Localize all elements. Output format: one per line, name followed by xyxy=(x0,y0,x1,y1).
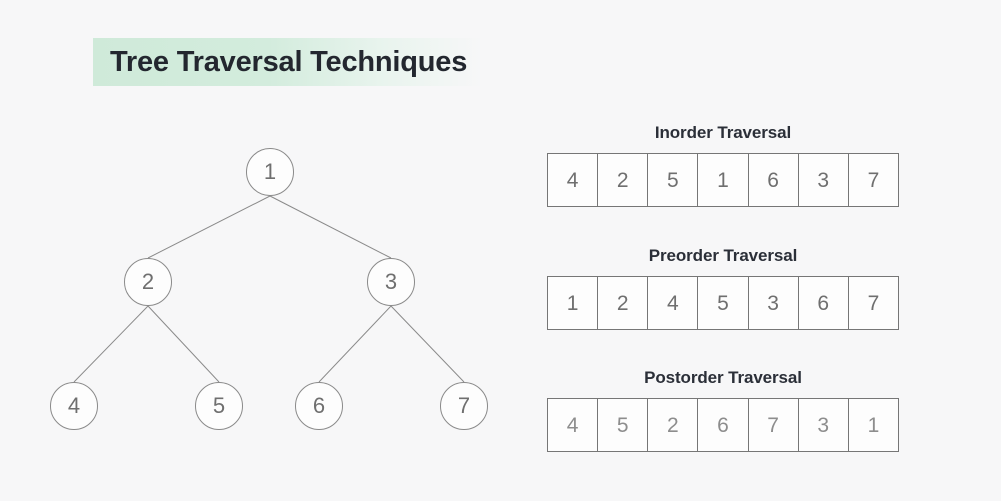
edge-1-3 xyxy=(269,195,392,259)
traversal-cell[interactable]: 1 xyxy=(849,399,898,451)
traversal-cell-value: 3 xyxy=(817,413,830,437)
tree-node-label: 7 xyxy=(457,393,471,418)
traversal-cell-value: 4 xyxy=(566,168,579,192)
tree-node-right[interactable]: 3 xyxy=(367,258,415,306)
edge-2-5 xyxy=(147,305,220,383)
traversal-cell[interactable]: 3 xyxy=(799,154,849,206)
traversal-inorder-title: Inorder Traversal xyxy=(654,123,792,142)
traversal-inorder-cells: 4 2 5 1 6 3 7 xyxy=(547,153,899,207)
tree-node-left[interactable]: 2 xyxy=(124,258,172,306)
traversal-cell[interactable]: 7 xyxy=(849,154,898,206)
traversal-cell[interactable]: 1 xyxy=(548,277,599,329)
tree-node-label: 4 xyxy=(67,393,81,418)
page-title-highlight: Tree Traversal Techniques xyxy=(93,38,484,86)
traversal-cell-value: 6 xyxy=(767,168,779,192)
tree-node-leaf-4[interactable]: 4 xyxy=(50,382,98,430)
traversal-cell[interactable]: 1 xyxy=(698,154,749,206)
traversal-cell-value: 7 xyxy=(867,168,880,192)
edge-2-4 xyxy=(73,305,149,383)
tree-node-label: 5 xyxy=(212,393,226,418)
traversal-cell-value: 5 xyxy=(717,291,729,315)
traversal-cell[interactable]: 6 xyxy=(749,154,799,206)
traversal-cell-value: 4 xyxy=(667,291,679,315)
edge-1-2 xyxy=(147,195,271,259)
traversal-cell[interactable]: 7 xyxy=(849,277,898,329)
traversal-cell[interactable]: 2 xyxy=(598,277,649,329)
traversal-cell-value: 6 xyxy=(817,291,830,315)
traversal-cell-value: 2 xyxy=(667,413,679,437)
tree-node-leaf-7[interactable]: 7 xyxy=(440,382,488,430)
traversal-cell-value: 5 xyxy=(667,168,679,192)
traversal-cell-value: 4 xyxy=(566,413,579,437)
traversal-cell[interactable]: 7 xyxy=(749,399,799,451)
tree-node-root[interactable]: 1 xyxy=(246,148,294,196)
tree-node-leaf-5[interactable]: 5 xyxy=(195,382,243,430)
traversal-cell-value: 1 xyxy=(566,291,579,315)
traversal-cell-value: 7 xyxy=(767,413,779,437)
traversal-inorder: Inorder Traversal 4 2 5 1 6 3 7 xyxy=(547,123,899,207)
traversal-cell[interactable]: 5 xyxy=(598,399,649,451)
traversal-cell-value: 1 xyxy=(717,168,729,192)
traversal-cell-value: 1 xyxy=(867,413,880,437)
traversal-cell-value: 3 xyxy=(767,291,779,315)
edge-3-7 xyxy=(390,305,465,383)
traversal-preorder-cells: 1 2 4 5 3 6 7 xyxy=(547,276,899,330)
traversal-cell[interactable]: 4 xyxy=(548,154,599,206)
traversal-cell[interactable]: 5 xyxy=(648,154,699,206)
traversal-cell[interactable]: 3 xyxy=(799,399,849,451)
traversal-cell-value: 2 xyxy=(616,168,629,192)
tree-edges xyxy=(73,195,465,383)
traversal-postorder: Postorder Traversal 4 5 2 6 7 3 1 xyxy=(547,368,899,452)
traversal-cell[interactable]: 4 xyxy=(648,277,699,329)
page-title: Tree Traversal Techniques xyxy=(110,45,468,78)
traversal-cell[interactable]: 3 xyxy=(749,277,799,329)
traversal-cell[interactable]: 6 xyxy=(698,399,749,451)
traversal-cell[interactable]: 5 xyxy=(698,277,749,329)
traversal-preorder-title: Preorder Traversal xyxy=(648,246,798,265)
binary-tree-diagram: 1 2 3 4 5 6 7 xyxy=(50,148,488,430)
traversal-cell-value: 7 xyxy=(867,291,880,315)
tree-node-label: 1 xyxy=(263,159,277,184)
tree-node-label: 2 xyxy=(141,269,155,294)
traversal-preorder: Preorder Traversal 1 2 4 5 3 6 7 xyxy=(547,246,899,330)
traversal-cell[interactable]: 2 xyxy=(598,154,649,206)
traversal-cell[interactable]: 2 xyxy=(648,399,699,451)
tree-node-label: 3 xyxy=(384,269,398,294)
traversal-postorder-title: Postorder Traversal xyxy=(644,368,802,387)
tree-node-label: 6 xyxy=(312,393,326,418)
traversal-cell[interactable]: 4 xyxy=(548,399,599,451)
traversal-cell-value: 3 xyxy=(817,168,830,192)
traversal-cell-value: 6 xyxy=(717,413,729,437)
traversal-cell[interactable]: 6 xyxy=(799,277,849,329)
traversal-cell-value: 2 xyxy=(616,291,629,315)
edge-3-6 xyxy=(318,305,392,383)
tree-node-leaf-6[interactable]: 6 xyxy=(295,382,343,430)
traversal-postorder-cells: 4 5 2 6 7 3 1 xyxy=(547,398,899,452)
traversal-cell-value: 5 xyxy=(616,413,629,437)
